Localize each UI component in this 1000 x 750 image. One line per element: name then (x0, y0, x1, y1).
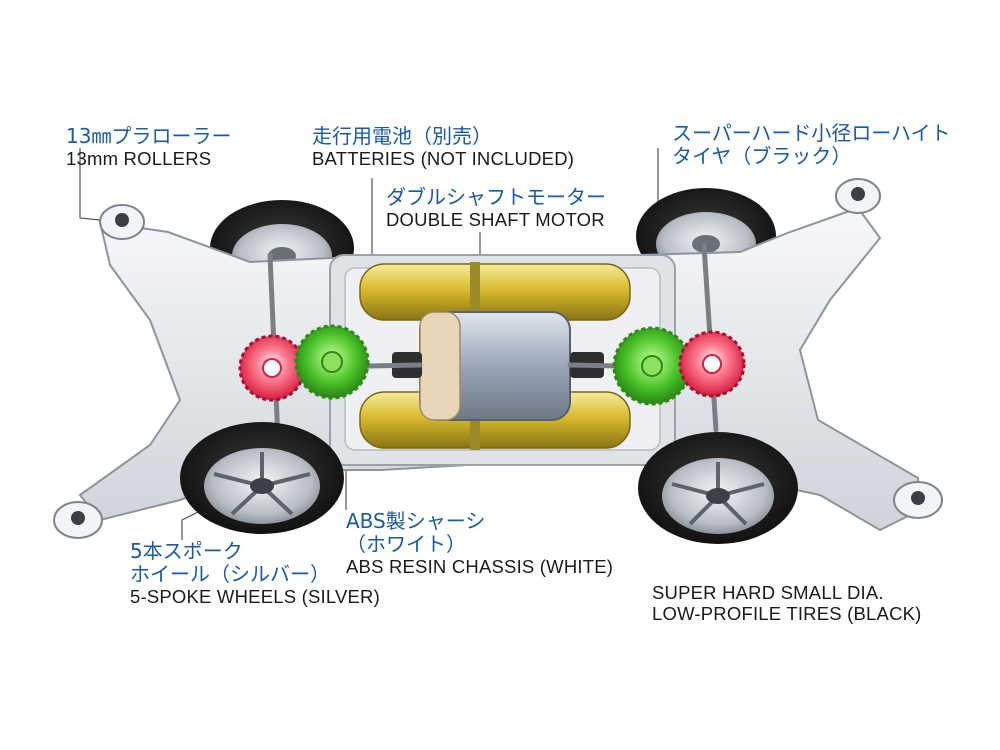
label-chassis-en: ABS RESIN CHASSIS (WHITE) (346, 556, 614, 577)
front-right-tire (638, 432, 798, 544)
label-wheels: 5本スポーク ホイール（シルバー） 5-SPOKE WHEELS (SILVER… (130, 539, 380, 608)
roller-rear-left (99, 204, 145, 240)
leader-rollers (79, 148, 101, 221)
label-tires-jp-line2: タイヤ（ブラック） (672, 144, 852, 168)
label-tires-jp-line1: スーパーハード小径ローハイト (672, 121, 951, 145)
label-rollers: 13㎜プラローラー 13mm ROLLERS (66, 124, 232, 170)
label-motor-jp: ダブルシャフトモーター (386, 185, 606, 209)
rear-gears (238, 324, 370, 402)
label-tires-en: SUPER HARD SMALL DIA. LOW-PROFILE TIRES … (652, 582, 922, 625)
roller-front-right (893, 481, 943, 519)
label-motor: ダブルシャフトモーター DOUBLE SHAFT MOTOR (386, 185, 606, 231)
label-chassis-jp-line2: （ホワイト） (346, 532, 466, 556)
label-chassis: ABS製シャーシ （ホワイト） ABS RESIN CHASSIS (WHITE… (346, 509, 614, 578)
label-motor-en: DOUBLE SHAFT MOTOR (386, 209, 605, 230)
label-batteries-en: BATTERIES (NOT INCLUDED) (312, 148, 575, 169)
front-left-tire (180, 422, 344, 534)
label-wheels-en: 5-SPOKE WHEELS (SILVER) (130, 586, 380, 607)
double-shaft-motor (392, 311, 604, 421)
roller-front-left (53, 501, 103, 539)
label-tires-en-line2: LOW-PROFILE TIRES (BLACK) (652, 603, 922, 625)
label-batteries-jp: 走行用電池（別売） (312, 124, 492, 148)
front-gears (612, 326, 746, 406)
label-batteries: 走行用電池（別売） BATTERIES (NOT INCLUDED) (312, 124, 575, 170)
label-tires-en-line1: SUPER HARD SMALL DIA. (652, 582, 884, 603)
label-rollers-en: 13mm ROLLERS (66, 148, 212, 169)
label-wheels-jp-line2: ホイール（シルバー） (130, 562, 330, 586)
label-chassis-jp-line1: ABS製シャーシ (346, 509, 486, 533)
label-wheels-jp-line1: 5本スポーク (130, 539, 243, 563)
label-tires-jp: スーパーハード小径ローハイト タイヤ（ブラック） (672, 122, 951, 168)
roller-rear-right (835, 178, 881, 214)
label-rollers-jp: 13㎜プラローラー (66, 124, 232, 148)
